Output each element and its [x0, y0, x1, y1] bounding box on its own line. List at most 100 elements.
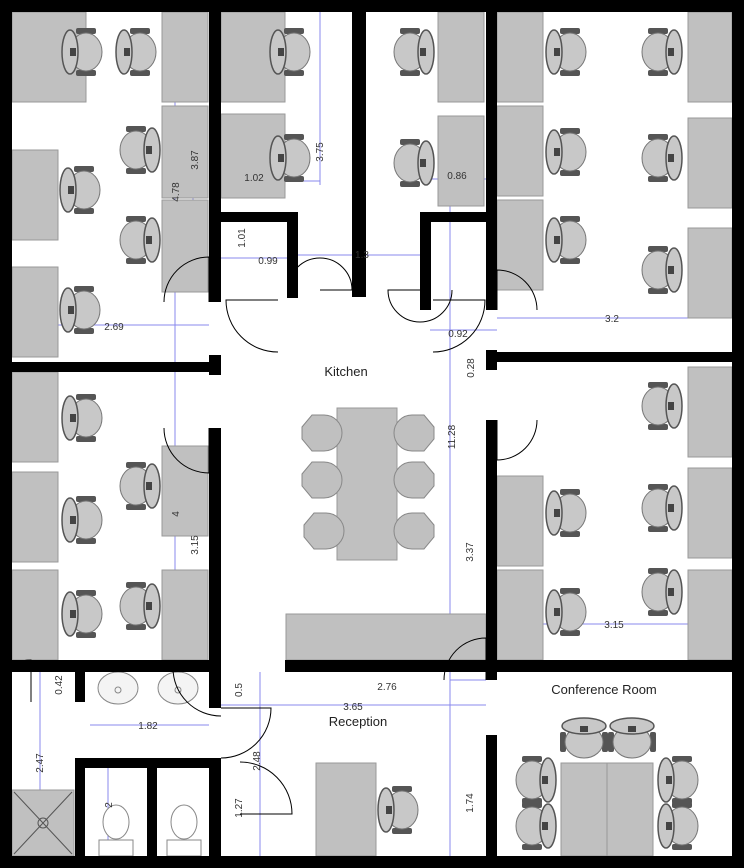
dim-label: 0.28	[466, 358, 477, 378]
chair-armrest	[392, 828, 412, 834]
shower-lines	[13, 791, 73, 855]
chair-armrest	[648, 176, 668, 182]
office-chair	[545, 588, 587, 636]
chair-post	[666, 776, 672, 784]
desk	[687, 11, 733, 103]
chair-armrest	[76, 632, 96, 638]
dim-label: 0.5	[234, 683, 245, 697]
door-swing	[163, 256, 210, 303]
office-chair	[560, 717, 608, 759]
chair-armrest	[560, 258, 580, 264]
chair-armrest	[560, 70, 580, 76]
wall	[0, 0, 744, 12]
dim-label: 3.15	[190, 535, 201, 555]
chair-post	[386, 806, 392, 814]
office-chair	[515, 756, 557, 804]
chair-armrest	[400, 181, 420, 187]
chair-armrest	[560, 732, 566, 752]
office-chair	[61, 590, 103, 638]
chair-armrest	[650, 732, 656, 752]
dim-label: 1.3	[355, 250, 369, 261]
wall	[209, 212, 298, 222]
office-chair	[119, 126, 161, 174]
chair-armrest	[648, 134, 668, 140]
chair-armrest	[76, 538, 96, 544]
chair-armrest	[284, 176, 304, 182]
wall	[497, 352, 732, 362]
chair-post	[580, 726, 588, 732]
chair-armrest	[76, 496, 96, 502]
sink-drain	[114, 686, 122, 694]
chair-armrest	[126, 624, 146, 630]
chair-armrest	[126, 258, 146, 264]
chair-post	[668, 48, 674, 56]
chair-armrest	[126, 582, 146, 588]
dim-label: 0.42	[54, 675, 65, 695]
office-chair	[115, 28, 157, 76]
door-swing	[287, 257, 353, 291]
chair-armrest	[74, 208, 94, 214]
desk	[687, 569, 733, 661]
wall	[12, 660, 221, 672]
chair-post	[146, 602, 152, 610]
desk	[11, 471, 59, 563]
chair-post	[70, 610, 76, 618]
chair-post	[554, 236, 560, 244]
office-chair	[641, 484, 683, 532]
desk	[161, 11, 209, 103]
wall	[75, 758, 221, 768]
chair-armrest	[560, 489, 580, 495]
chair-post	[554, 509, 560, 517]
chair-armrest	[560, 128, 580, 134]
chair-armrest	[130, 70, 150, 76]
chair-post	[668, 588, 674, 596]
chair-armrest	[672, 756, 692, 762]
dim-label: 2.76	[377, 682, 397, 693]
chair-post	[666, 822, 672, 830]
chair-post	[68, 186, 74, 194]
wall	[352, 12, 366, 297]
desk	[496, 199, 544, 291]
chair-armrest	[522, 802, 542, 808]
dim-label: 0.86	[447, 171, 467, 182]
chair-armrest	[648, 382, 668, 388]
desk	[496, 105, 544, 197]
dim-label: 2.47	[35, 753, 46, 773]
chair-post	[668, 154, 674, 162]
chair-armrest	[522, 844, 542, 850]
chair-armrest	[608, 732, 614, 752]
kitchen-chair	[393, 461, 435, 499]
chair-armrest	[560, 28, 580, 34]
chair-post	[70, 48, 76, 56]
desk	[11, 569, 59, 661]
door-swing	[387, 289, 453, 323]
chair-post	[554, 608, 560, 616]
office-chair	[61, 394, 103, 442]
sink	[97, 671, 139, 705]
dim-label: 1.82	[138, 721, 158, 732]
sink-drain	[174, 686, 182, 694]
chair-post	[668, 402, 674, 410]
office-chair	[641, 28, 683, 76]
room-label-conference: Conference Room	[551, 682, 657, 697]
chair-armrest	[560, 170, 580, 176]
office-chair	[641, 382, 683, 430]
toilet-tank	[166, 839, 202, 857]
dim-label: 2	[104, 802, 115, 808]
wall	[0, 0, 12, 868]
chair-armrest	[126, 126, 146, 132]
chair-post	[70, 516, 76, 524]
chair-armrest	[126, 168, 146, 174]
wall	[209, 428, 221, 660]
dim-label: 3.87	[190, 150, 201, 170]
office-chair	[119, 582, 161, 630]
office-chair	[545, 128, 587, 176]
door-swing	[225, 299, 279, 353]
desk	[496, 11, 544, 103]
chair-armrest	[400, 70, 420, 76]
desk	[687, 117, 733, 209]
dim-label: 0.92	[448, 329, 468, 340]
chair-armrest	[74, 328, 94, 334]
